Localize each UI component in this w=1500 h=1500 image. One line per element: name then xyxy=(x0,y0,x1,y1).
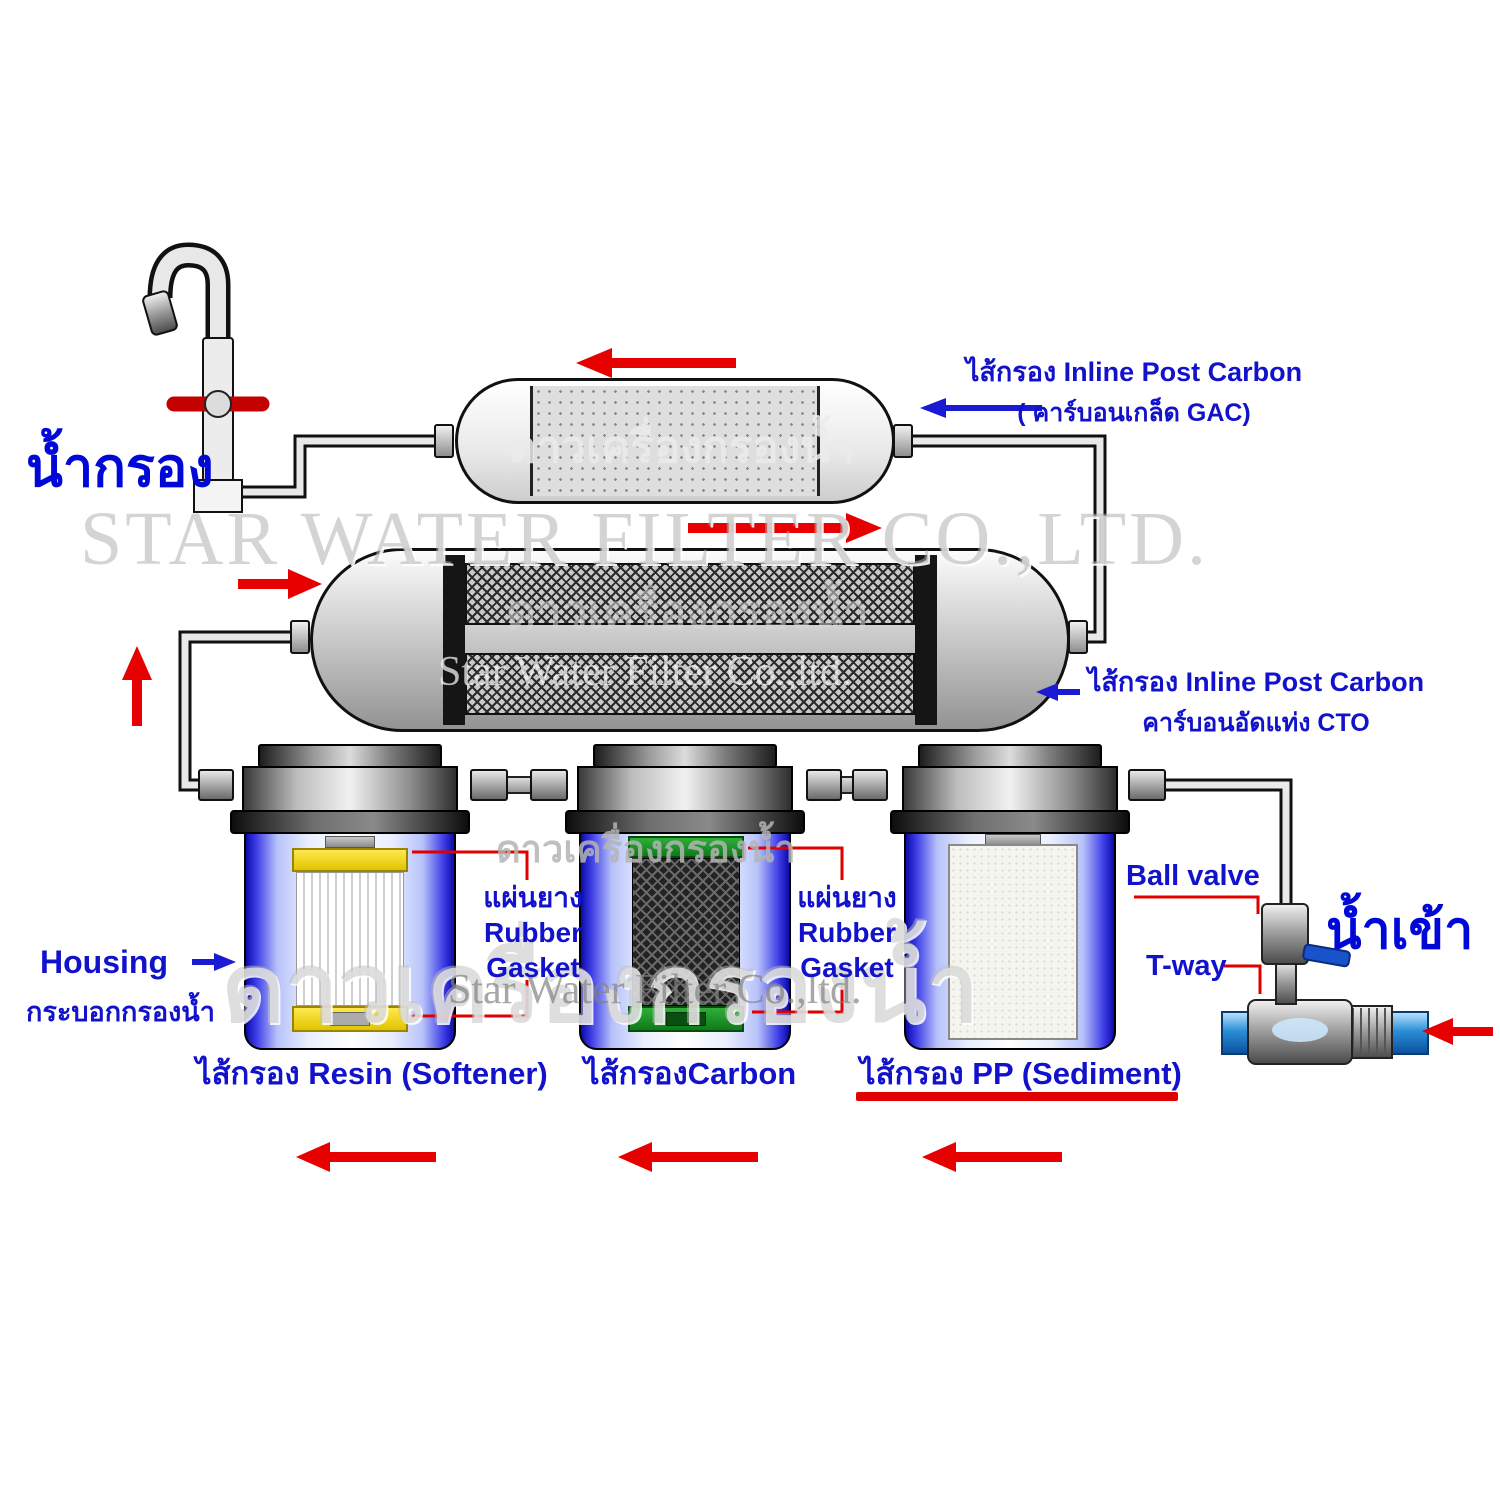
filtered-water-label: น้ำกรอง xyxy=(26,438,214,498)
arrow-gac-left xyxy=(576,348,736,378)
connector-tube-1 xyxy=(506,776,532,794)
t-way-line xyxy=(1224,964,1262,994)
housing3-right-port xyxy=(1128,769,1166,801)
cto-right-port xyxy=(1068,620,1088,654)
cto-mesh-lower xyxy=(465,653,915,715)
gac-left-port xyxy=(434,424,454,458)
cto-carbon-block xyxy=(465,559,915,721)
arrow-into-cto xyxy=(238,569,322,599)
gasket2-th: แผ่นยาง xyxy=(797,882,897,913)
gasket1-en1: Rubber xyxy=(484,917,582,948)
housing-cap-ring xyxy=(230,810,470,834)
carbon-cartridge xyxy=(632,858,740,1006)
arrow-under-sediment xyxy=(922,1142,1062,1172)
housing-resin xyxy=(230,744,470,1054)
cto-end-band-right xyxy=(915,555,937,725)
t-way-thread xyxy=(1345,1005,1393,1059)
carbon-gasket-top xyxy=(628,836,744,858)
connector-nut-2b xyxy=(852,769,888,801)
carbon-cartridge-core xyxy=(666,1012,706,1026)
arrow-cto-right xyxy=(688,513,882,543)
arrow-up-left-pipe xyxy=(122,646,152,726)
gasket1-en2: Gasket xyxy=(486,952,580,983)
stage-label-sediment: ไส้กรอง PP (Sediment) xyxy=(860,1056,1182,1091)
ball-valve-label: Ball valve xyxy=(1126,860,1260,892)
gasket1-th: แผ่นยาง xyxy=(483,882,583,913)
gac-callout-line1: ไส้กรอง Inline Post Carbon xyxy=(965,357,1303,387)
resin-cartridge-stub xyxy=(325,836,375,848)
housing-carbon xyxy=(565,744,805,1054)
inline-cto-filter xyxy=(310,548,1070,732)
cto-filter-callout: ไส้กรอง Inline Post Carbon คาร์บอนอัดแท่… xyxy=(1080,660,1432,743)
t-way-water xyxy=(1272,1018,1328,1042)
connector-nut-1b xyxy=(530,769,568,801)
cto-callout-line2: คาร์บอนอัดแท่ง CTO xyxy=(1142,709,1370,737)
rubber-gasket-callout-2: แผ่นยาง Rubber Gasket xyxy=(792,880,902,985)
stage-label-carbon: ไส้กรองCarbon xyxy=(584,1056,797,1091)
connector-nut-2a xyxy=(806,769,842,801)
gac-filter-callout: ไส้กรอง Inline Post Carbon ( คาร์บอนเกล็… xyxy=(958,350,1310,433)
rubber-gasket-callout-1: แผ่นยาง Rubber Gasket xyxy=(478,880,588,985)
housing-cap-ring xyxy=(565,810,805,834)
t-way-label: T-way xyxy=(1146,950,1227,982)
gac-right-port xyxy=(893,424,913,458)
arrow-under-carbon xyxy=(618,1142,758,1172)
ball-valve-line xyxy=(1134,895,1260,914)
housing1-left-port xyxy=(198,769,234,801)
gac-carbon-media xyxy=(530,386,820,496)
resin-cartridge xyxy=(296,872,404,1006)
inline-gac-filter xyxy=(455,378,895,504)
gac-callout-line2: ( คาร์บอนเกล็ด GAC) xyxy=(1017,399,1251,427)
resin-gasket-top xyxy=(292,848,408,872)
housing-cap-flange xyxy=(258,744,442,768)
arrow-inlet xyxy=(1422,1018,1493,1045)
housing-label-th: กระบอกกรองน้ำ xyxy=(26,997,215,1027)
housing-cap-flange xyxy=(918,744,1102,768)
housing-label-en: Housing xyxy=(40,944,168,980)
arrow-under-resin xyxy=(296,1142,436,1172)
housing-sediment xyxy=(890,744,1130,1054)
inlet-water-label: น้ำเข้า xyxy=(1326,902,1474,960)
cto-callout-line1: ไส้กรอง Inline Post Carbon xyxy=(1087,667,1425,697)
housing-cap-ring xyxy=(890,810,1130,834)
resin-cartridge-core xyxy=(330,1012,370,1026)
cto-left-port xyxy=(290,620,310,654)
gasket2-en1: Rubber xyxy=(798,917,896,948)
sediment-underline xyxy=(856,1092,1178,1101)
housing-cap-flange xyxy=(593,744,777,768)
ball-valve-body xyxy=(1261,903,1309,965)
pp-cartridge xyxy=(948,844,1078,1040)
housing-cap xyxy=(577,766,793,812)
inlet-pipe-left xyxy=(1221,1011,1255,1055)
cto-end-band-left xyxy=(443,555,465,725)
faucet-handle-hub xyxy=(204,390,232,418)
housing-cap xyxy=(902,766,1118,812)
faucet-spout-tip xyxy=(142,290,178,336)
gasket2-en2: Gasket xyxy=(800,952,894,983)
inlet-pipe-right xyxy=(1387,1011,1429,1055)
stage-label-resin: ไส้กรอง Resin (Softener) xyxy=(196,1056,548,1091)
t-way-body xyxy=(1247,999,1353,1065)
ball-valve-stem xyxy=(1275,959,1297,1005)
connector-nut-1a xyxy=(470,769,508,801)
cto-mesh-upper xyxy=(465,563,915,625)
housing-cap xyxy=(242,766,458,812)
